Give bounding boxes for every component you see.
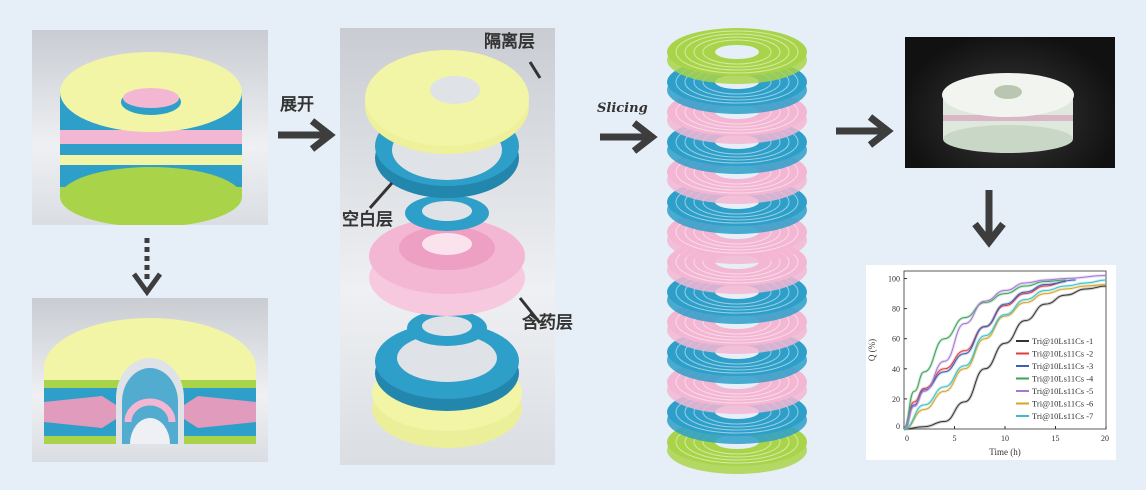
assembled-model-panel xyxy=(32,30,268,227)
x-tick-label: 20 xyxy=(1101,434,1109,443)
legend-label: Tri@10Ls11Cs -4 xyxy=(1032,374,1094,384)
isolation-layer-label: 隔离层 xyxy=(484,32,535,52)
dotted-arrow-down-icon xyxy=(131,238,163,297)
drug-layer-label: 含药层 xyxy=(522,313,573,333)
printed-sample-photo xyxy=(905,37,1115,168)
pointer-line xyxy=(368,182,394,209)
layer-ring-line xyxy=(702,39,772,65)
y-tick-label: 80 xyxy=(892,305,900,314)
arrow-right-icon xyxy=(278,118,336,152)
legend-label: Tri@10Ls11Cs -7 xyxy=(1032,411,1093,421)
y-axis-label: Q (%) xyxy=(867,339,877,361)
y-tick-label: 20 xyxy=(892,395,900,404)
series-line xyxy=(903,284,1107,430)
y-tick-label: 60 xyxy=(892,335,900,344)
series-line xyxy=(903,281,1066,430)
legend-label: Tri@10Ls11Cs -2 xyxy=(1032,349,1093,359)
series-line xyxy=(903,279,1066,430)
slicing-label: Slicing xyxy=(597,101,648,116)
layer-ring-line xyxy=(675,30,799,74)
x-tick-label: 15 xyxy=(1052,434,1060,443)
layer-ring-line xyxy=(693,36,781,68)
legend-label: Tri@10Ls11Cs -3 xyxy=(1032,361,1093,371)
cross-section-panel xyxy=(32,298,268,462)
x-axis-label: Time (h) xyxy=(989,447,1020,457)
series-line xyxy=(903,279,1107,430)
series-line xyxy=(903,275,1107,430)
center-hole xyxy=(715,45,759,59)
cross-section-illustration xyxy=(44,318,256,444)
arrow-right-icon xyxy=(836,114,894,148)
exploded-layers-illustration xyxy=(365,50,542,448)
legend-label: Tri@10Ls11Cs -6 xyxy=(1032,399,1093,409)
exploded-view-panel xyxy=(340,28,555,465)
series-line xyxy=(903,279,1076,430)
y-tick-label: 100 xyxy=(888,275,900,284)
assembled-ring-illustration xyxy=(60,52,242,227)
pointer-line xyxy=(528,61,542,79)
x-tick-label: 0 xyxy=(905,434,909,443)
x-tick-label: 10 xyxy=(1001,434,1009,443)
arrow-right-icon xyxy=(600,120,658,154)
legend-label: Tri@10Ls11Cs -1 xyxy=(1032,336,1093,346)
legend-label: Tri@10Ls11Cs -5 xyxy=(1032,386,1093,396)
y-tick-label: 0 xyxy=(896,422,900,431)
series-line xyxy=(903,285,1107,430)
y-tick-label: 40 xyxy=(892,365,900,374)
unfold-label: 展开 xyxy=(280,95,314,115)
blank-layer-label: 空白层 xyxy=(342,210,393,230)
pointer-line xyxy=(518,297,542,324)
layer-ring-line xyxy=(684,33,790,71)
arrow-down-icon xyxy=(972,190,1006,248)
sliced-layer-stack-illustration xyxy=(667,28,807,474)
x-tick-label: 5 xyxy=(953,434,957,443)
